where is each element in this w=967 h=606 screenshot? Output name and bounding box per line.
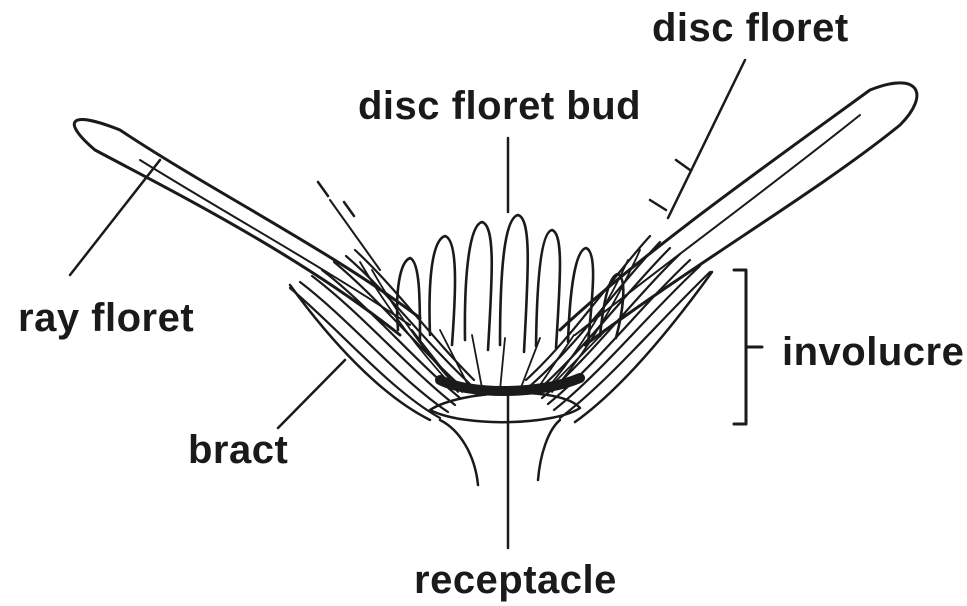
leader-bract [278,360,345,428]
disc-floret-bud-label: disc floret bud [358,86,641,126]
bract-label: bract [188,430,288,470]
receptacle-label: receptacle [414,560,617,600]
disc-floret-label: disc floret [652,8,849,48]
tick-bracket-left-line [330,200,380,270]
involucre-bracket [734,270,746,424]
involucre-label: involucre [782,332,964,372]
tick-bracket-left-a [318,182,328,196]
stem-right [538,420,560,480]
tick-bracket-right-a [676,160,690,170]
ray-floret-label: ray floret [18,298,194,338]
tick-bracket-right-b [650,200,666,210]
floret-base [440,378,580,391]
tick-bracket-left-b [344,202,354,216]
leader-disc-floret [668,60,745,218]
leader-ray-floret [70,160,160,275]
stem-left [440,420,478,485]
ray-floret-right-inner [575,115,860,335]
